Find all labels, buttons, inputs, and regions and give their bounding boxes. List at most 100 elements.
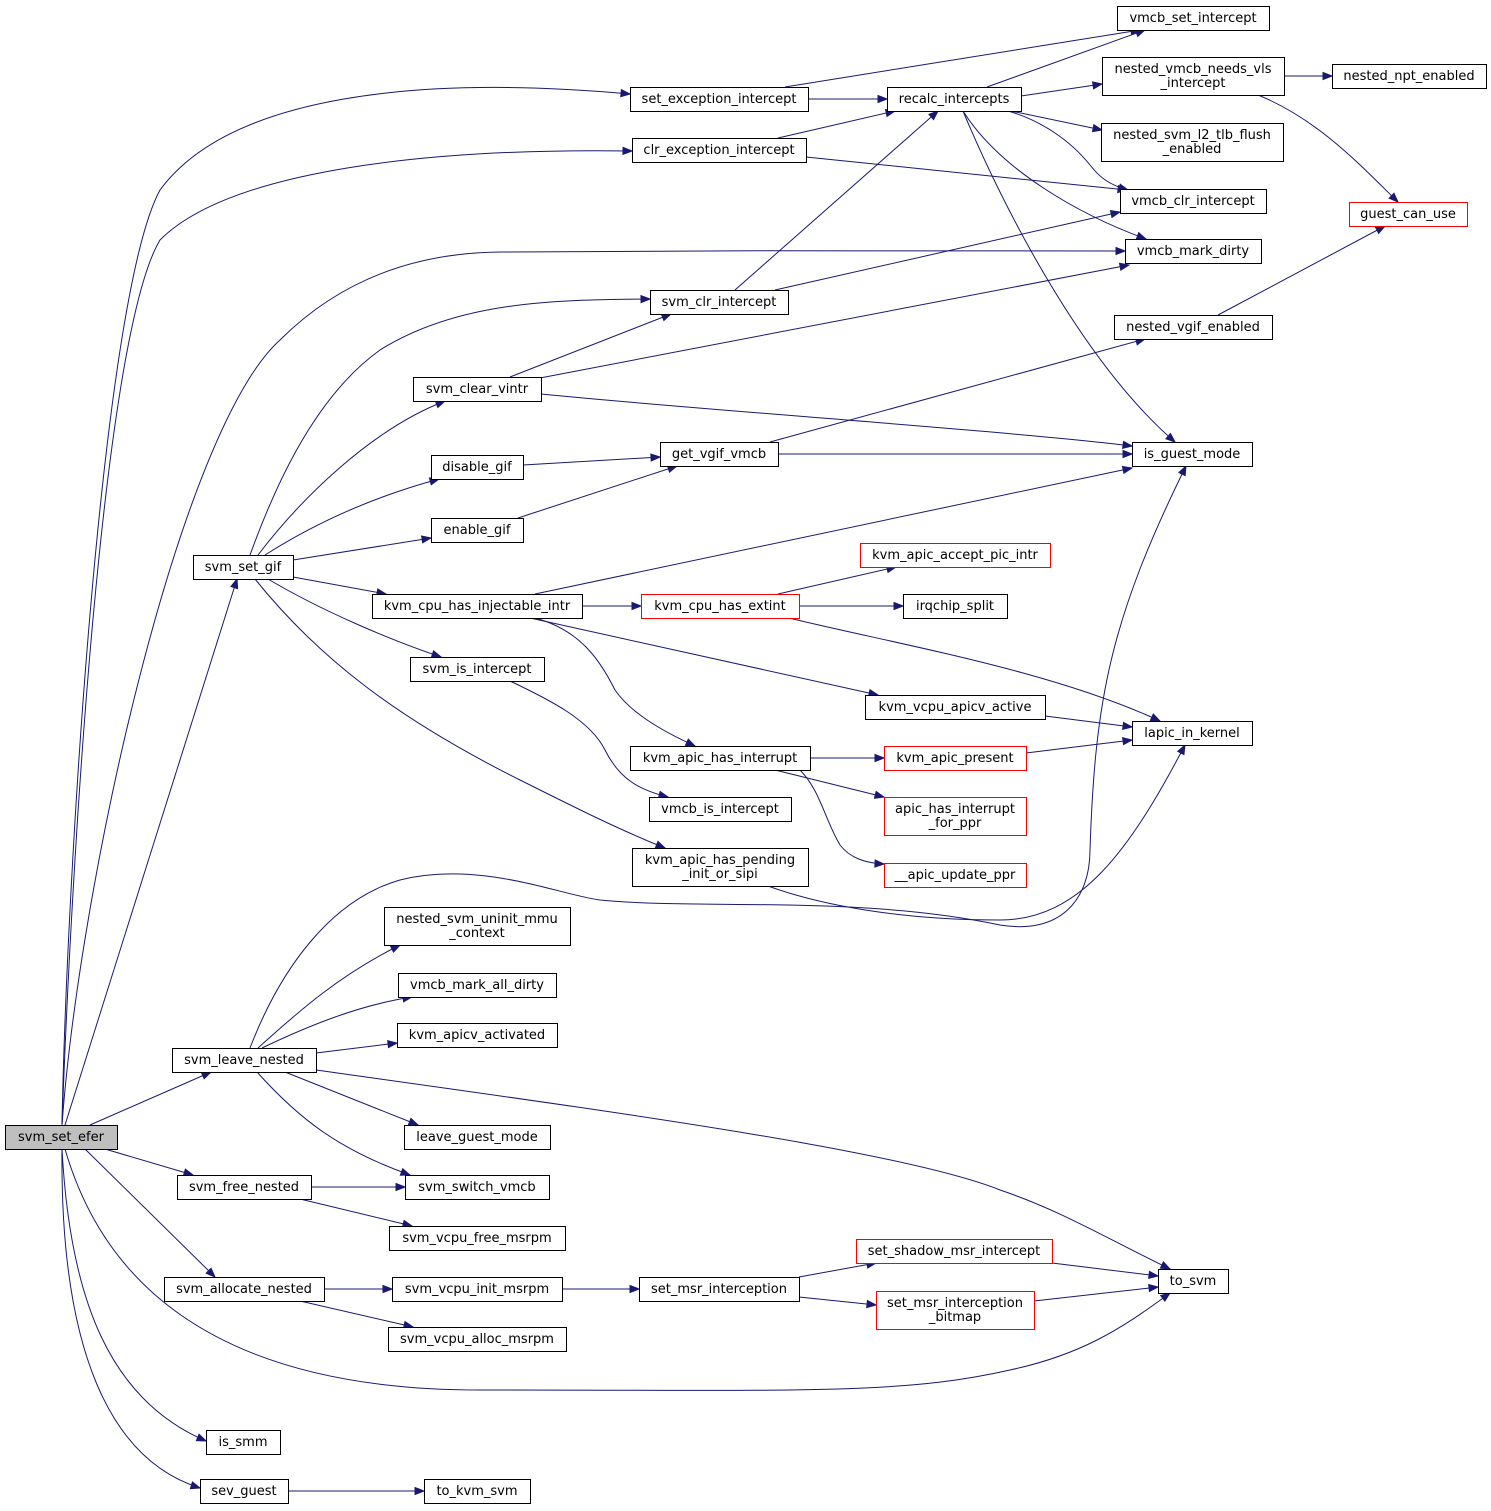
node-kvm-apic-present[interactable]: kvm_apic_present: [884, 746, 1027, 771]
node-kvm-vcpu-apicv-active[interactable]: kvm_vcpu_apicv_active: [865, 695, 1046, 720]
node-svm-clear-vintr[interactable]: svm_clear_vintr: [413, 377, 542, 402]
edge-clr_exception_intercept-to-recalc_intercepts: [777, 109, 897, 139]
arrowhead-icon: [1122, 440, 1134, 450]
node-lapic-in-kernel[interactable]: lapic_in_kernel: [1132, 721, 1253, 746]
node-set-msr-interception[interactable]: set_msr_interception: [639, 1277, 800, 1302]
edge-get_vgif_vmcb-to-nested_vgif_enabled: [769, 337, 1147, 443]
edge-nested_vmcb_needs_vls_intercept-to-guest_can_use: [1257, 94, 1399, 203]
node-kvm-apic-has-pending-init-or-sipi[interactable]: kvm_apic_has_pending_init_or_sipi: [632, 848, 809, 887]
node-nested-vgif-enabled[interactable]: nested_vgif_enabled: [1114, 315, 1273, 340]
node-set-exception-intercept[interactable]: set_exception_intercept: [630, 87, 809, 112]
edge-line: [774, 769, 885, 798]
edge-line: [788, 617, 1161, 722]
node-leave-guest-mode[interactable]: leave_guest_mode: [404, 1125, 551, 1150]
edge-set_msr_interception-to-set_msr_interception_bitmap: [798, 1296, 878, 1309]
node-nested-svm-uninit-mmu-context[interactable]: nested_svm_uninit_mmu_context: [384, 907, 571, 946]
node-nested-svm-l2-tlb-flush-enabled[interactable]: nested_svm_l2_tlb_flush_enabled: [1101, 123, 1284, 162]
node-svm-set-gif[interactable]: svm_set_gif: [193, 555, 294, 580]
edge-svm_clr_intercept-to-vmcb_clr_intercept: [774, 209, 1122, 291]
node-svm-vcpu-init-msrpm[interactable]: svm_vcpu_init_msrpm: [392, 1277, 563, 1302]
node-irqchip-split[interactable]: irqchip_split: [903, 594, 1008, 619]
node-to-svm[interactable]: to_svm: [1158, 1269, 1229, 1294]
node-label: set_exception_intercept: [642, 92, 797, 107]
node-label: kvm_apic_accept_pic_intr: [872, 548, 1038, 563]
node-box: [200, 1479, 289, 1504]
arrowhead-icon: [650, 453, 662, 462]
node-vmcb-mark-dirty[interactable]: vmcb_mark_dirty: [1125, 239, 1262, 264]
node-kvm-apic-accept-pic-intr[interactable]: kvm_apic_accept_pic_intr: [860, 543, 1051, 568]
node-vmcb-set-intercept[interactable]: vmcb_set_intercept: [1117, 6, 1270, 31]
edge-kvm_apic_has_pending_init_or_sipi-to-lapic_in_kernel: [767, 743, 1186, 921]
node-nested-vmcb-needs-vls-intercept[interactable]: nested_vmcb_needs_vls_intercept: [1102, 57, 1285, 96]
node-sev-guest[interactable]: sev_guest: [200, 1479, 289, 1504]
node-recalc-intercepts[interactable]: recalc_intercepts: [887, 87, 1022, 112]
edge-line: [962, 110, 1176, 443]
edge-kvm_cpu_has_injectable_intr-to-kvm_cpu_has_extint: [582, 601, 643, 611]
node-is-smm[interactable]: is_smm: [206, 1430, 281, 1455]
node-label: to_kvm_svm: [436, 1484, 517, 1499]
node-label: svm_vcpu_alloc_msrpm: [400, 1332, 554, 1347]
arrowhead-icon: [877, 94, 889, 104]
edge-svm_set_efer-to-vmcb_mark_dirty: [61, 246, 1127, 1126]
node-svm-is-intercept[interactable]: svm_is_intercept: [410, 657, 545, 682]
arrowhead-icon: [1122, 736, 1134, 746]
arrowhead-icon: [1322, 71, 1334, 81]
node-vmcb-clr-intercept[interactable]: vmcb_clr_intercept: [1120, 189, 1267, 214]
edge-line: [534, 617, 696, 747]
node---apic-update-ppr[interactable]: __apic_update_ppr: [884, 863, 1027, 888]
arrowhead-icon: [1122, 721, 1134, 731]
node-label: svm_free_nested: [189, 1180, 299, 1195]
node-is-guest-mode[interactable]: is_guest_mode: [1132, 442, 1253, 467]
node-svm-vcpu-free-msrpm[interactable]: svm_vcpu_free_msrpm: [389, 1226, 566, 1251]
node-label: vmcb_is_intercept: [661, 802, 779, 817]
node-box: [660, 442, 779, 467]
edge-line: [1020, 83, 1103, 97]
edge-svm_set_gif-to-svm_clear_vintr: [257, 400, 447, 556]
node-guest-can-use[interactable]: guest_can_use: [1349, 202, 1468, 227]
node-enable-gif[interactable]: enable_gif: [431, 518, 524, 543]
node-svm-clr-intercept[interactable]: svm_clr_intercept: [650, 290, 789, 315]
node-get-vgif-vmcb[interactable]: get_vgif_vmcb: [660, 442, 779, 467]
node-set-shadow-msr-intercept[interactable]: set_shadow_msr_intercept: [856, 1239, 1053, 1264]
node-disable-gif[interactable]: disable_gif: [431, 455, 524, 480]
node-nested-npt-enabled[interactable]: nested_npt_enabled: [1332, 64, 1487, 89]
edge-line: [534, 467, 1133, 595]
node-label: sev_guest: [211, 1484, 276, 1499]
node-kvm-cpu-has-extint[interactable]: kvm_cpu_has_extint: [641, 594, 800, 619]
node-svm-set-efer[interactable]: svm_set_efer: [5, 1125, 118, 1150]
node-vmcb-is-intercept[interactable]: vmcb_is_intercept: [649, 797, 792, 822]
node-svm-vcpu-alloc-msrpm[interactable]: svm_vcpu_alloc_msrpm: [388, 1327, 567, 1352]
node-kvm-apicv-activated[interactable]: kvm_apicv_activated: [397, 1023, 558, 1048]
node-set-msr-interception-bitmap[interactable]: set_msr_interception_bitmap: [876, 1291, 1035, 1330]
edge-line: [1025, 739, 1133, 754]
node-label: vmcb_set_intercept: [1129, 11, 1256, 26]
node-label: vmcb_clr_intercept: [1131, 194, 1254, 209]
node-apic-has-interrupt-for-ppr[interactable]: apic_has_interrupt_for_ppr: [884, 797, 1027, 836]
node-svm-leave-nested[interactable]: svm_leave_nested: [172, 1048, 317, 1073]
node-svm-allocate-nested[interactable]: svm_allocate_nested: [164, 1277, 325, 1302]
node-box: [388, 1327, 567, 1352]
node-clr-exception-intercept[interactable]: clr_exception_intercept: [632, 138, 807, 163]
edge-line: [540, 393, 1133, 447]
arrowhead-icon: [640, 294, 652, 304]
node-kvm-apic-has-interrupt[interactable]: kvm_apic_has_interrupt: [630, 746, 811, 771]
arrowhead-icon: [382, 1284, 394, 1294]
edge-set_shadow_msr_intercept-to-to_svm: [1051, 1262, 1160, 1280]
arrowhead-icon: [874, 859, 886, 868]
edge-line: [539, 264, 1130, 379]
arrowhead-icon: [622, 146, 634, 156]
node-vmcb-mark-all-dirty[interactable]: vmcb_mark_all_dirty: [398, 973, 557, 998]
node-kvm-cpu-has-injectable-intr[interactable]: kvm_cpu_has_injectable_intr: [372, 594, 583, 619]
node-label: kvm_apic_has_pending: [645, 853, 795, 868]
edge-kvm_apic_present-to-lapic_in_kernel: [1025, 736, 1134, 754]
node-svm-free-nested[interactable]: svm_free_nested: [177, 1175, 312, 1200]
edge-line: [267, 578, 442, 658]
edge-line: [292, 576, 387, 595]
arrowhead-icon: [1121, 465, 1134, 475]
edge-svm_leave_nested-to-vmcb_mark_all_dirty: [261, 994, 414, 1049]
edge-line: [284, 1071, 419, 1126]
edge-kvm_apic_has_interrupt-to-__apic_update_ppr: [799, 769, 886, 868]
node-to-kvm-svm[interactable]: to_kvm_svm: [424, 1479, 531, 1504]
edge-line: [798, 1296, 877, 1306]
node-svm-switch-vmcb[interactable]: svm_switch_vmcb: [405, 1175, 550, 1200]
